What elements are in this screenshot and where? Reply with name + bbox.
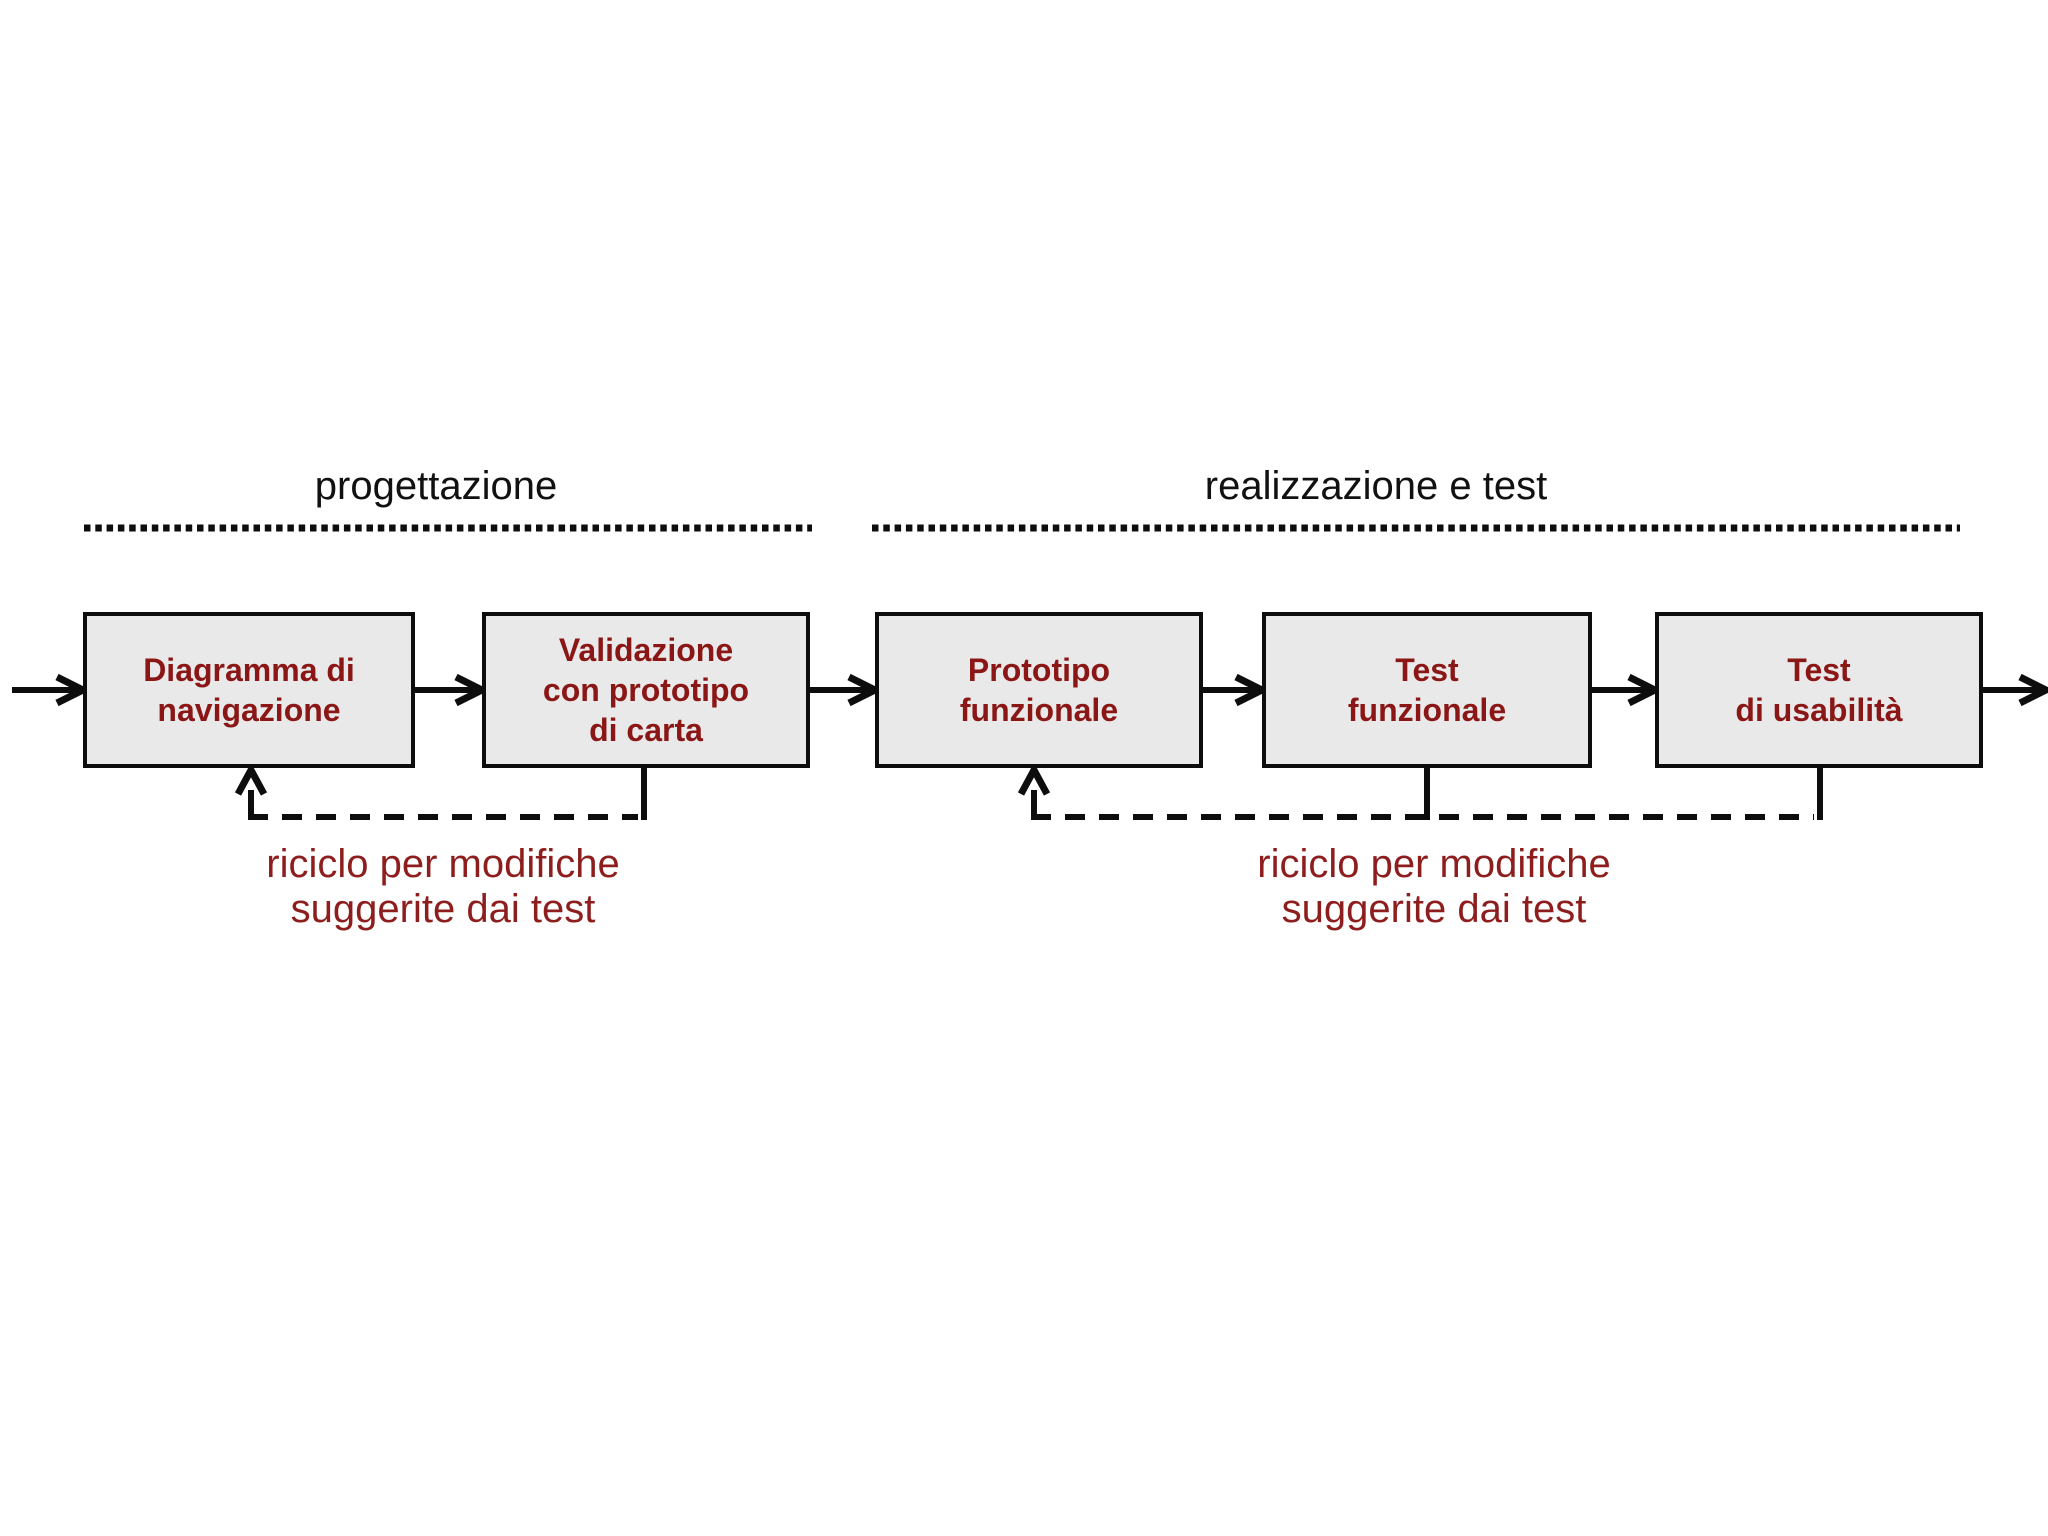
box-label-test-funzionale: Test funzionale [1347, 652, 1507, 728]
box-label-prototipo-funzionale: Prototipo funzionale [959, 652, 1119, 728]
arrow-prototipo-to-test-funzionale [1203, 673, 1270, 707]
box-diagramma-di-navigazione: Diagramma di navigazione [83, 612, 415, 768]
feedback-loop-left [234, 762, 647, 820]
box-test-funzionale: Test funzionale [1262, 612, 1592, 768]
arrow-test-funzionale-to-test-usabilita [1592, 673, 1663, 707]
section-label-progettazione: progettazione [314, 464, 558, 508]
feedback-note-right: riciclo per modifiche suggerite dai test [1257, 842, 1611, 931]
section-label-realizzazione-e-test: realizzazione e test [1204, 464, 1548, 508]
box-prototipo-funzionale: Prototipo funzionale [875, 612, 1203, 768]
feedback-loop-right [1017, 762, 1823, 820]
entry-arrow [12, 673, 91, 707]
box-validazione-con-prototipo-di-carta: Validazione con prototipo di carta [482, 612, 810, 768]
box-test-di-usabilita: Test di usabilità [1655, 612, 1983, 768]
arrow-validazione-to-prototipo [810, 673, 883, 707]
feedback-note-left: riciclo per modifiche suggerite dai test [266, 842, 620, 931]
box-label-test-di-usabilita: Test di usabilità [1735, 652, 1903, 728]
arrow-diagramma-to-validazione [415, 673, 490, 707]
box-label-diagramma-di-navigazione: Diagramma di navigazione [143, 652, 355, 728]
box-label-validazione-con-prototipo-di-carta: Validazione con prototipo di carta [542, 632, 750, 748]
exit-arrow [1983, 673, 2048, 707]
